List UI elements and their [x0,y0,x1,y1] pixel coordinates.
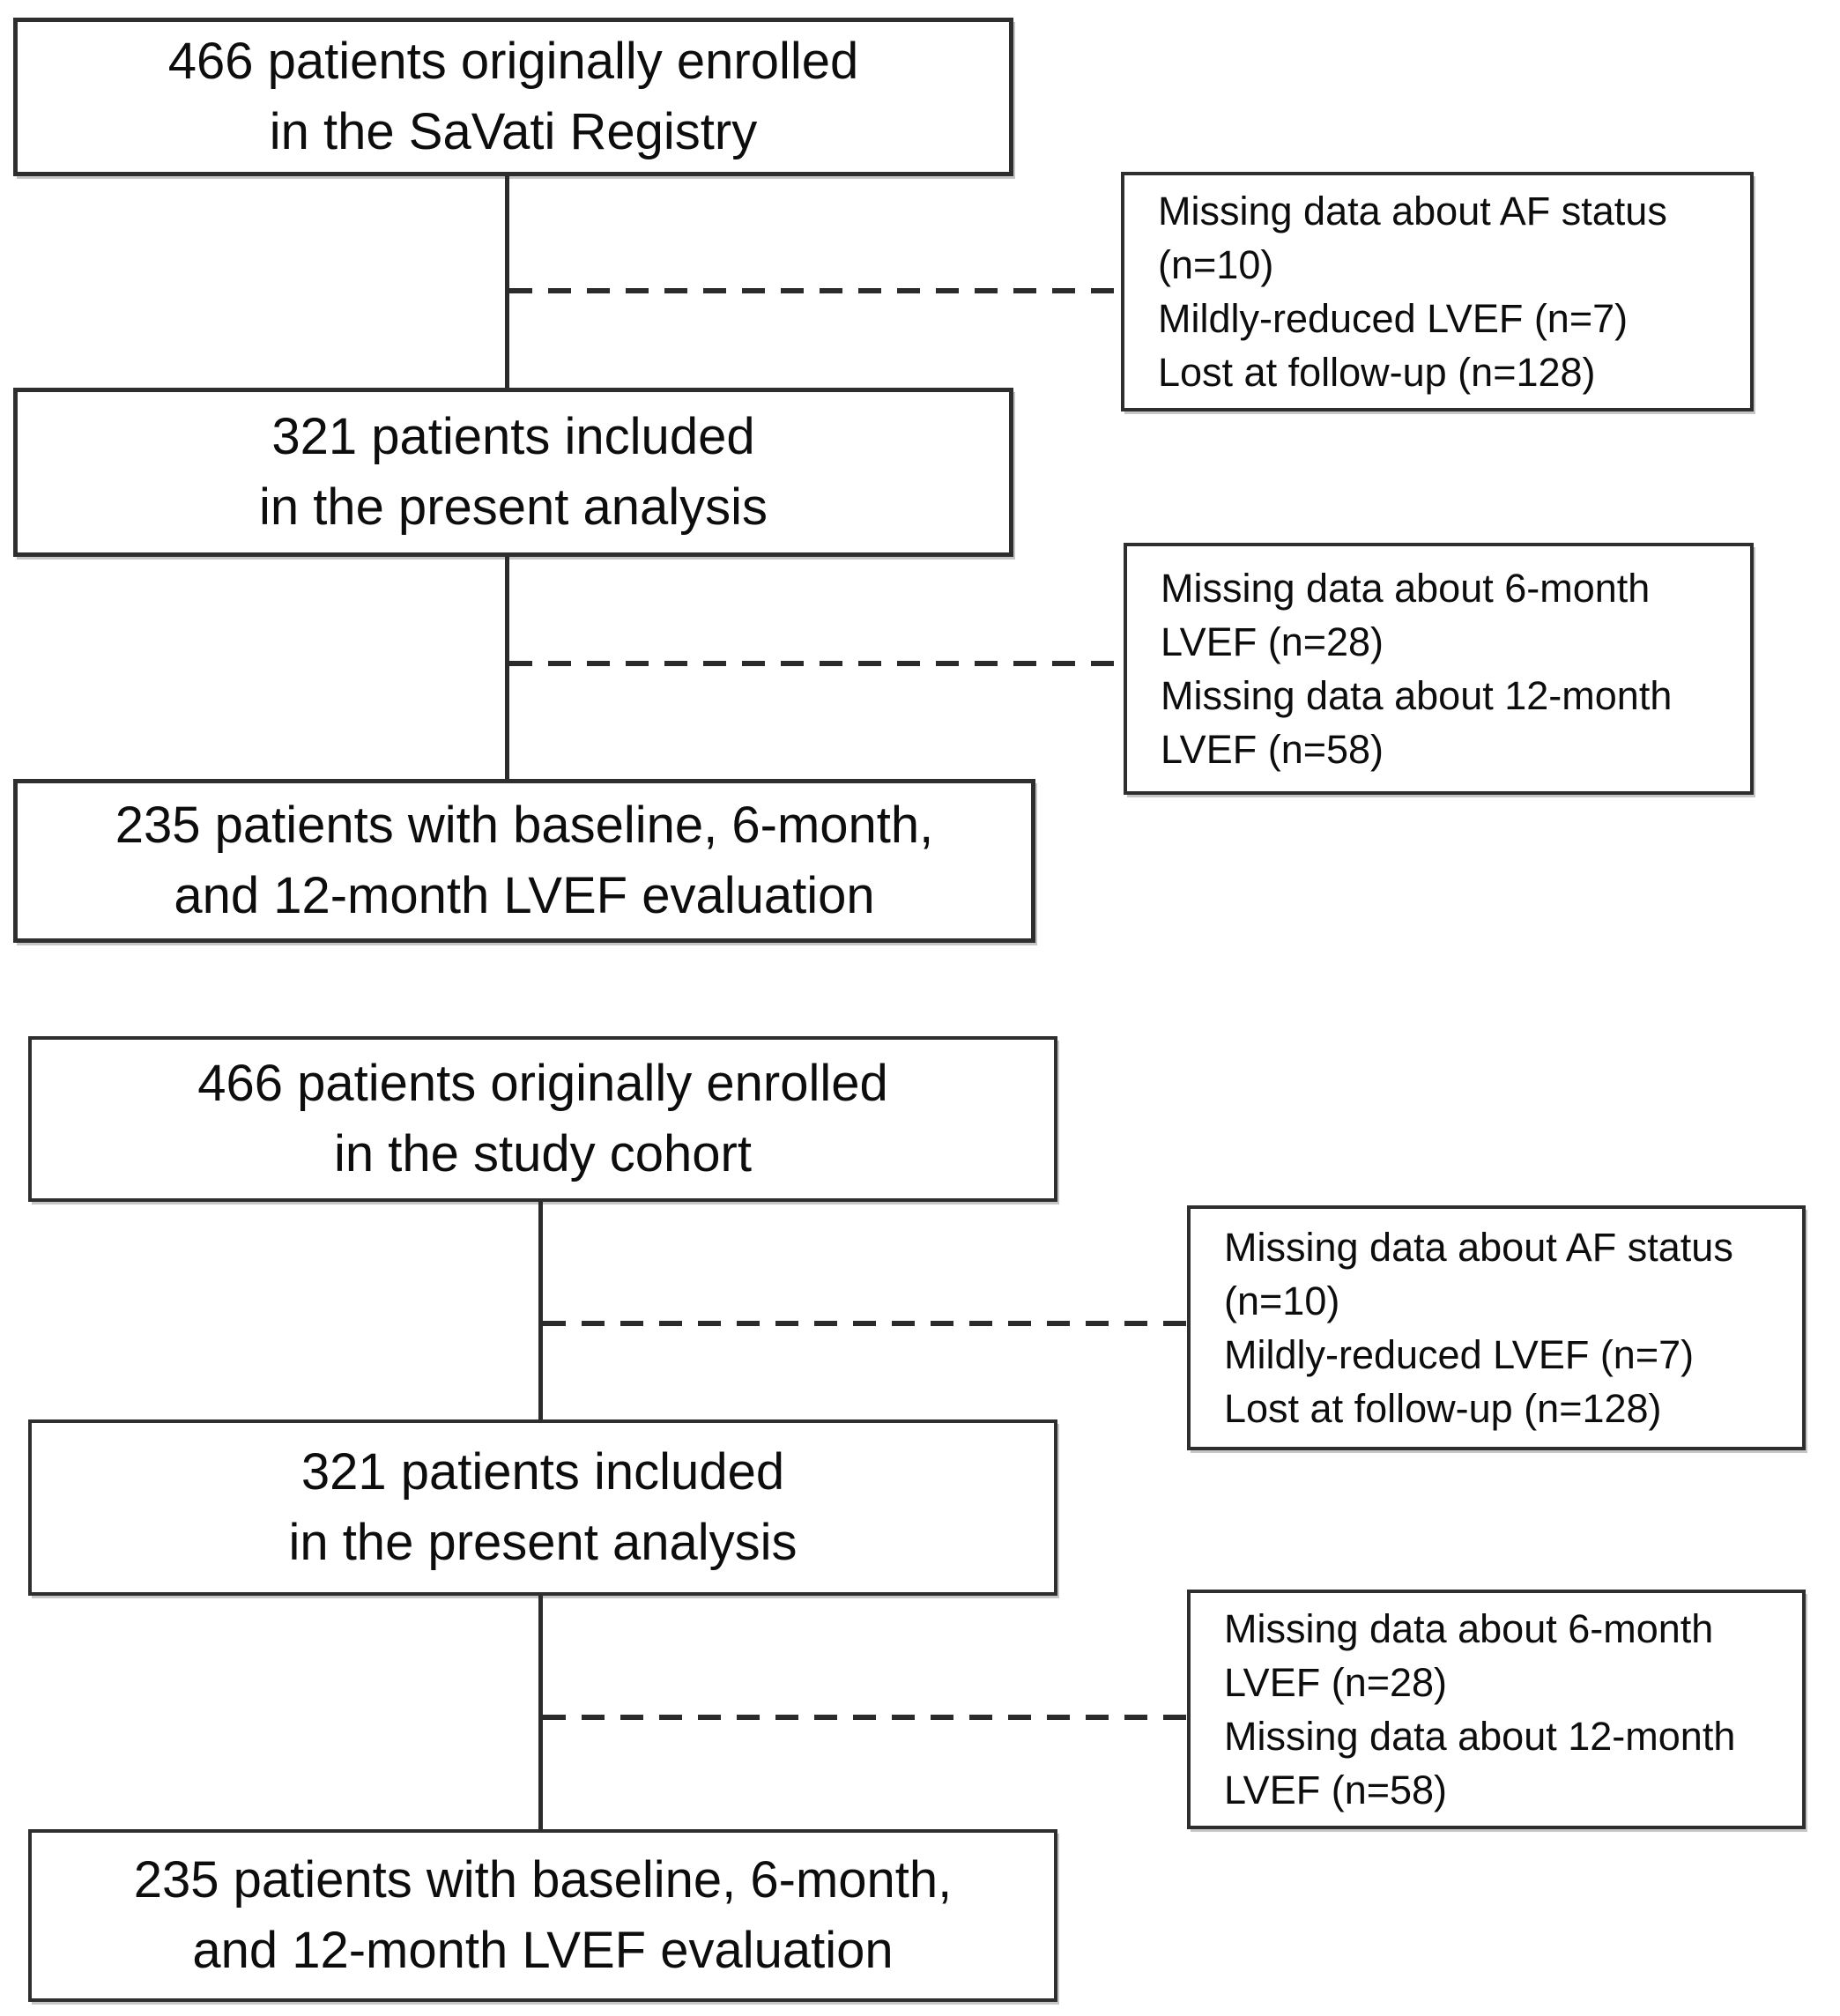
text-line: LVEF (n=28) [1161,619,1384,664]
included-box: 321 patients included in the present anal… [13,388,1013,557]
text-line: in the present analysis [288,1514,798,1571]
connector-included-to-final [538,1596,543,1829]
text-line: Mildly-reduced LVEF (n=7) [1158,296,1629,341]
connector-included-to-final [505,557,509,779]
text-line: in the study cohort [334,1125,752,1182]
dashed-connector-exclusion-1 [509,288,1121,293]
connector-enrolled-to-included [538,1202,543,1419]
text-line: 235 patients with baseline, 6-month, [133,1851,953,1909]
connector-enrolled-to-included [505,176,509,388]
enrolled-box: 466 patients originally enrolled in the S… [13,18,1013,176]
text-line: Lost at follow-up (n=128) [1224,1386,1662,1431]
text-line: Missing data about AF status [1224,1225,1733,1270]
text-line: Missing data about 12-month [1161,673,1673,718]
text-line: Missing data about 6-month [1161,566,1651,611]
text-line: 235 patients with baseline, 6-month, [115,797,934,854]
text-line: (n=10) [1158,242,1274,287]
exclusion-box-1: Missing data about AF status (n=10) Mildly… [1121,172,1754,411]
text-line: Mildly-reduced LVEF (n=7) [1224,1332,1695,1377]
text-line: in the SaVati Registry [269,103,758,160]
included-box: 321 patients included in the present anal… [28,1419,1057,1596]
final-evaluation-box: 235 patients with baseline, 6-month, and … [13,779,1035,943]
text-line: Missing data about AF status [1158,189,1667,233]
text-line: LVEF (n=58) [1224,1768,1448,1812]
dashed-connector-exclusion-2 [509,661,1124,666]
text-line: 466 patients originally enrolled [197,1055,888,1112]
dashed-connector-exclusion-2 [543,1715,1187,1720]
text-line: LVEF (n=58) [1161,727,1384,772]
text-line: in the present analysis [258,478,768,536]
enrolled-box: 466 patients originally enrolled in the s… [28,1036,1057,1202]
text-line: Missing data about 6-month [1224,1606,1714,1651]
text-line: 466 patients originally enrolled [167,33,859,90]
final-evaluation-box: 235 patients with baseline, 6-month, and … [28,1829,1057,2002]
text-line: 321 patients included [300,1443,785,1501]
text-line: and 12-month LVEF evaluation [192,1922,894,1979]
text-line: LVEF (n=28) [1224,1660,1448,1705]
text-line: 321 patients included [271,408,755,465]
text-line: and 12-month LVEF evaluation [174,867,875,924]
dashed-connector-exclusion-1 [543,1321,1187,1326]
exclusion-box-1: Missing data about AF status (n=10) Mildly… [1187,1205,1806,1450]
text-line: (n=10) [1224,1279,1340,1323]
text-line: Missing data about 12-month [1224,1714,1736,1759]
text-line: Lost at follow-up (n=128) [1158,350,1596,395]
